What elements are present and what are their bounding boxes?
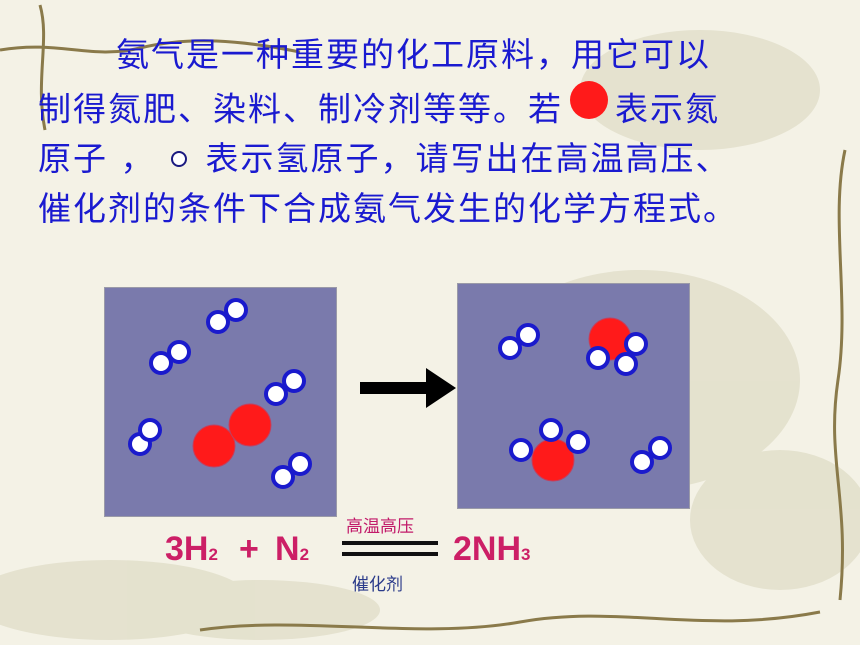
- reactant-nitrogen: N2: [275, 530, 310, 568]
- h2-molecule: [206, 298, 248, 334]
- products-panel: [457, 283, 690, 509]
- nitrogen-legend-icon: [569, 80, 609, 134]
- h2-molecule: [498, 323, 540, 360]
- nh3-molecule: [586, 317, 648, 376]
- text-line-4: 催化剂的条件下合成氨气发生的化学方程式。: [38, 189, 738, 228]
- problem-text: 氨气是一种重要的化工原料，用它可以 制得氮肥、染料、制冷剂等等。若 表示氮 原子 …: [38, 30, 838, 234]
- text-line-2-before: 制得氮肥、染料、制冷剂等等。若: [38, 89, 563, 129]
- condition-catalyst: 催化剂: [352, 575, 403, 595]
- text-line-2: 制得氮肥、染料、制冷剂等等。若 表示氮: [38, 81, 838, 134]
- h2-molecule: [271, 452, 312, 489]
- h2-molecule: [264, 369, 306, 406]
- h2-molecule: [630, 436, 672, 474]
- text-line-3-after: 表示氢原子，请写出在高温高压、: [205, 139, 731, 178]
- hydrogen-legend-icon: [170, 132, 188, 182]
- nh3-molecule: [509, 418, 590, 482]
- n2-molecule: [192, 403, 272, 468]
- product-ammonia: 2NH3: [453, 530, 531, 568]
- right-arrow-icon: [360, 368, 456, 408]
- plus-sign: +: [239, 530, 259, 568]
- text-line-1: 氨气是一种重要的化工原料，用它可以: [116, 35, 711, 74]
- condition-high-temp-pressure: 高温高压: [346, 517, 414, 537]
- h2-molecule: [128, 418, 162, 456]
- equals-sign: [342, 541, 438, 563]
- reactant-hydrogen: 3H2: [165, 530, 218, 568]
- vine-bottom: [199, 610, 821, 632]
- text-line-3: 原子 ， 表示氢原子，请写出在高温高压、: [38, 134, 838, 184]
- products-molecules: [498, 317, 672, 482]
- text-line-2-after: 表示氮: [615, 89, 720, 129]
- text-line-3-start: 原子 ，: [38, 139, 156, 178]
- reactants-molecules: [128, 298, 312, 489]
- reactants-panel: [104, 287, 337, 517]
- h2-molecule: [149, 340, 191, 375]
